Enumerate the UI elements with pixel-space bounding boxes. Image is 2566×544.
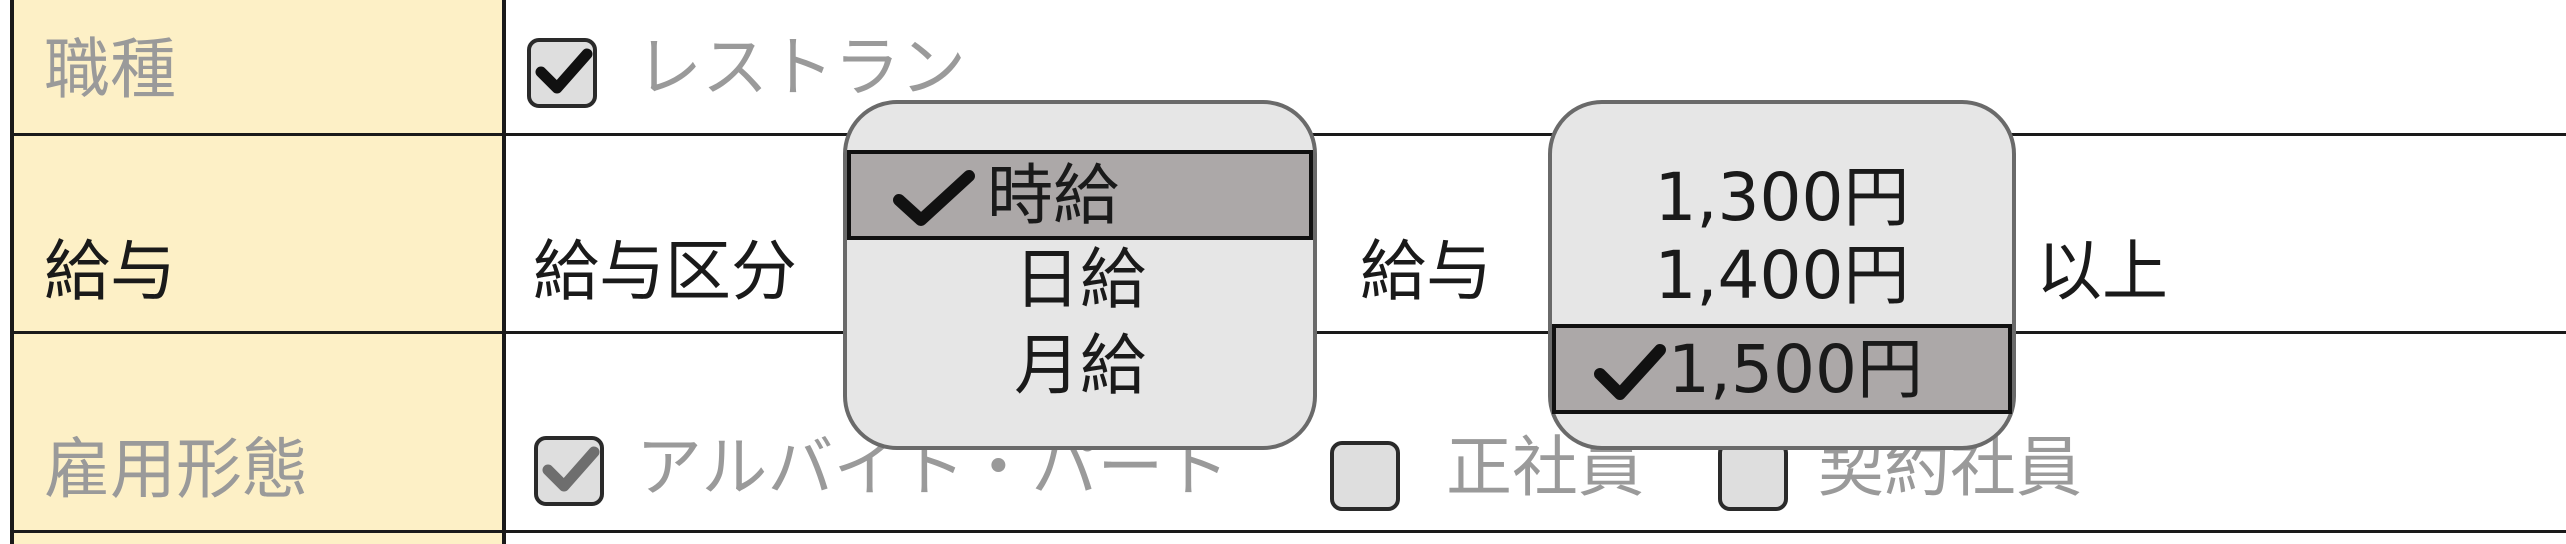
salary-amount-dropdown[interactable]: 1,300円 1,400円 1,500円 <box>1548 100 2016 450</box>
salary-type-option-daily[interactable]: 日給 <box>1014 241 1146 318</box>
occupation-label: 職種 <box>44 31 176 108</box>
check-icon <box>1594 344 1666 400</box>
salary-label: 給与 <box>44 233 176 310</box>
salary-type-option-monthly[interactable]: 月給 <box>1014 327 1146 404</box>
restaurant-checkbox[interactable] <box>527 38 597 108</box>
employment-label: 雇用形態 <box>44 431 308 508</box>
salary-type-option-hourly[interactable]: 時給 <box>847 150 1313 240</box>
part-time-checkbox[interactable] <box>534 436 604 506</box>
salary-type-label: 給与区分 <box>533 233 797 310</box>
check-icon <box>542 446 600 492</box>
salary-amount-option-1500[interactable]: 1,500円 <box>1552 324 2012 414</box>
restaurant-label: レストラン <box>636 29 966 106</box>
salary-amount-option-1300[interactable]: 1,300円 <box>1654 159 1910 236</box>
salary-suffix: 以上 <box>2036 233 2168 310</box>
label-column <box>14 0 502 544</box>
table-border-divider <box>502 0 506 544</box>
contract-checkbox[interactable] <box>1718 441 1788 511</box>
salary-type-option-label: 時給 <box>987 157 1119 234</box>
table-border-left <box>10 0 14 544</box>
salary-amount-option-1400[interactable]: 1,400円 <box>1654 237 1910 314</box>
salary-amount-label: 給与 <box>1360 233 1492 310</box>
salary-amount-option-label: 1,500円 <box>1668 331 1923 408</box>
salary-type-dropdown[interactable]: 時給 日給 月給 <box>843 100 1317 450</box>
check-icon <box>893 170 975 226</box>
full-time-checkbox[interactable] <box>1330 441 1400 511</box>
row-divider-3 <box>14 530 2566 533</box>
check-icon <box>535 48 593 94</box>
